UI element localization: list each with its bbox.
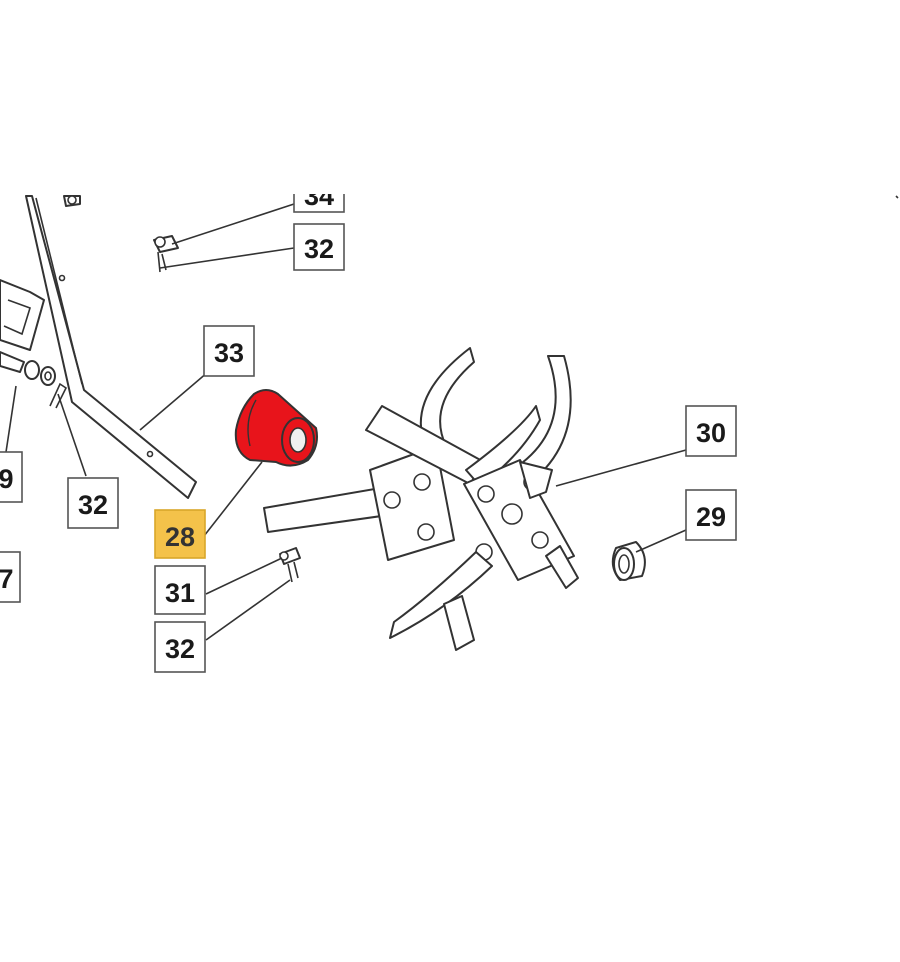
callout-32-left-text: 32 [78, 490, 108, 520]
callout-32-left: 32 [67, 477, 119, 529]
frame-arm [25, 195, 197, 499]
callout-32-top-text: 32 [304, 234, 334, 264]
callout-7-text: 7 [0, 564, 14, 594]
pin-31 [279, 547, 301, 565]
speck-mark [895, 195, 899, 199]
callout-9-text: 9 [0, 464, 14, 494]
callout-9-partial: 9 [0, 451, 23, 503]
bushing-29 [611, 541, 646, 581]
callout-32-bottom: 32 [154, 621, 206, 673]
callout-29: 29 [685, 489, 737, 541]
callout-32-bottom-text: 32 [165, 634, 195, 664]
callout-30: 30 [685, 405, 737, 457]
washer-left [24, 360, 56, 386]
leader-lines [5, 203, 687, 641]
callout-31: 31 [154, 565, 206, 615]
callout-32-top: 32 [293, 223, 345, 271]
tine-assembly-30 [263, 347, 579, 651]
callout-7-partial: 7 [0, 551, 21, 603]
top-crop-mask [0, 0, 900, 194]
callout-28-highlighted: 28 [154, 509, 206, 559]
callout-33: 33 [203, 325, 255, 377]
bracket-left [0, 279, 45, 373]
callout-29-text: 29 [696, 502, 726, 532]
callout-31-text: 31 [165, 578, 195, 608]
pin-left [49, 382, 68, 409]
callout-28-text: 28 [165, 522, 195, 552]
callout-33-text: 33 [214, 338, 244, 368]
bushing-28-highlighted [234, 389, 318, 467]
bolt-top [63, 195, 81, 207]
clip-32-bottom [287, 561, 299, 583]
callout-30-text: 30 [696, 418, 726, 448]
pin-34 [153, 235, 179, 253]
clip-32-top [157, 251, 167, 273]
